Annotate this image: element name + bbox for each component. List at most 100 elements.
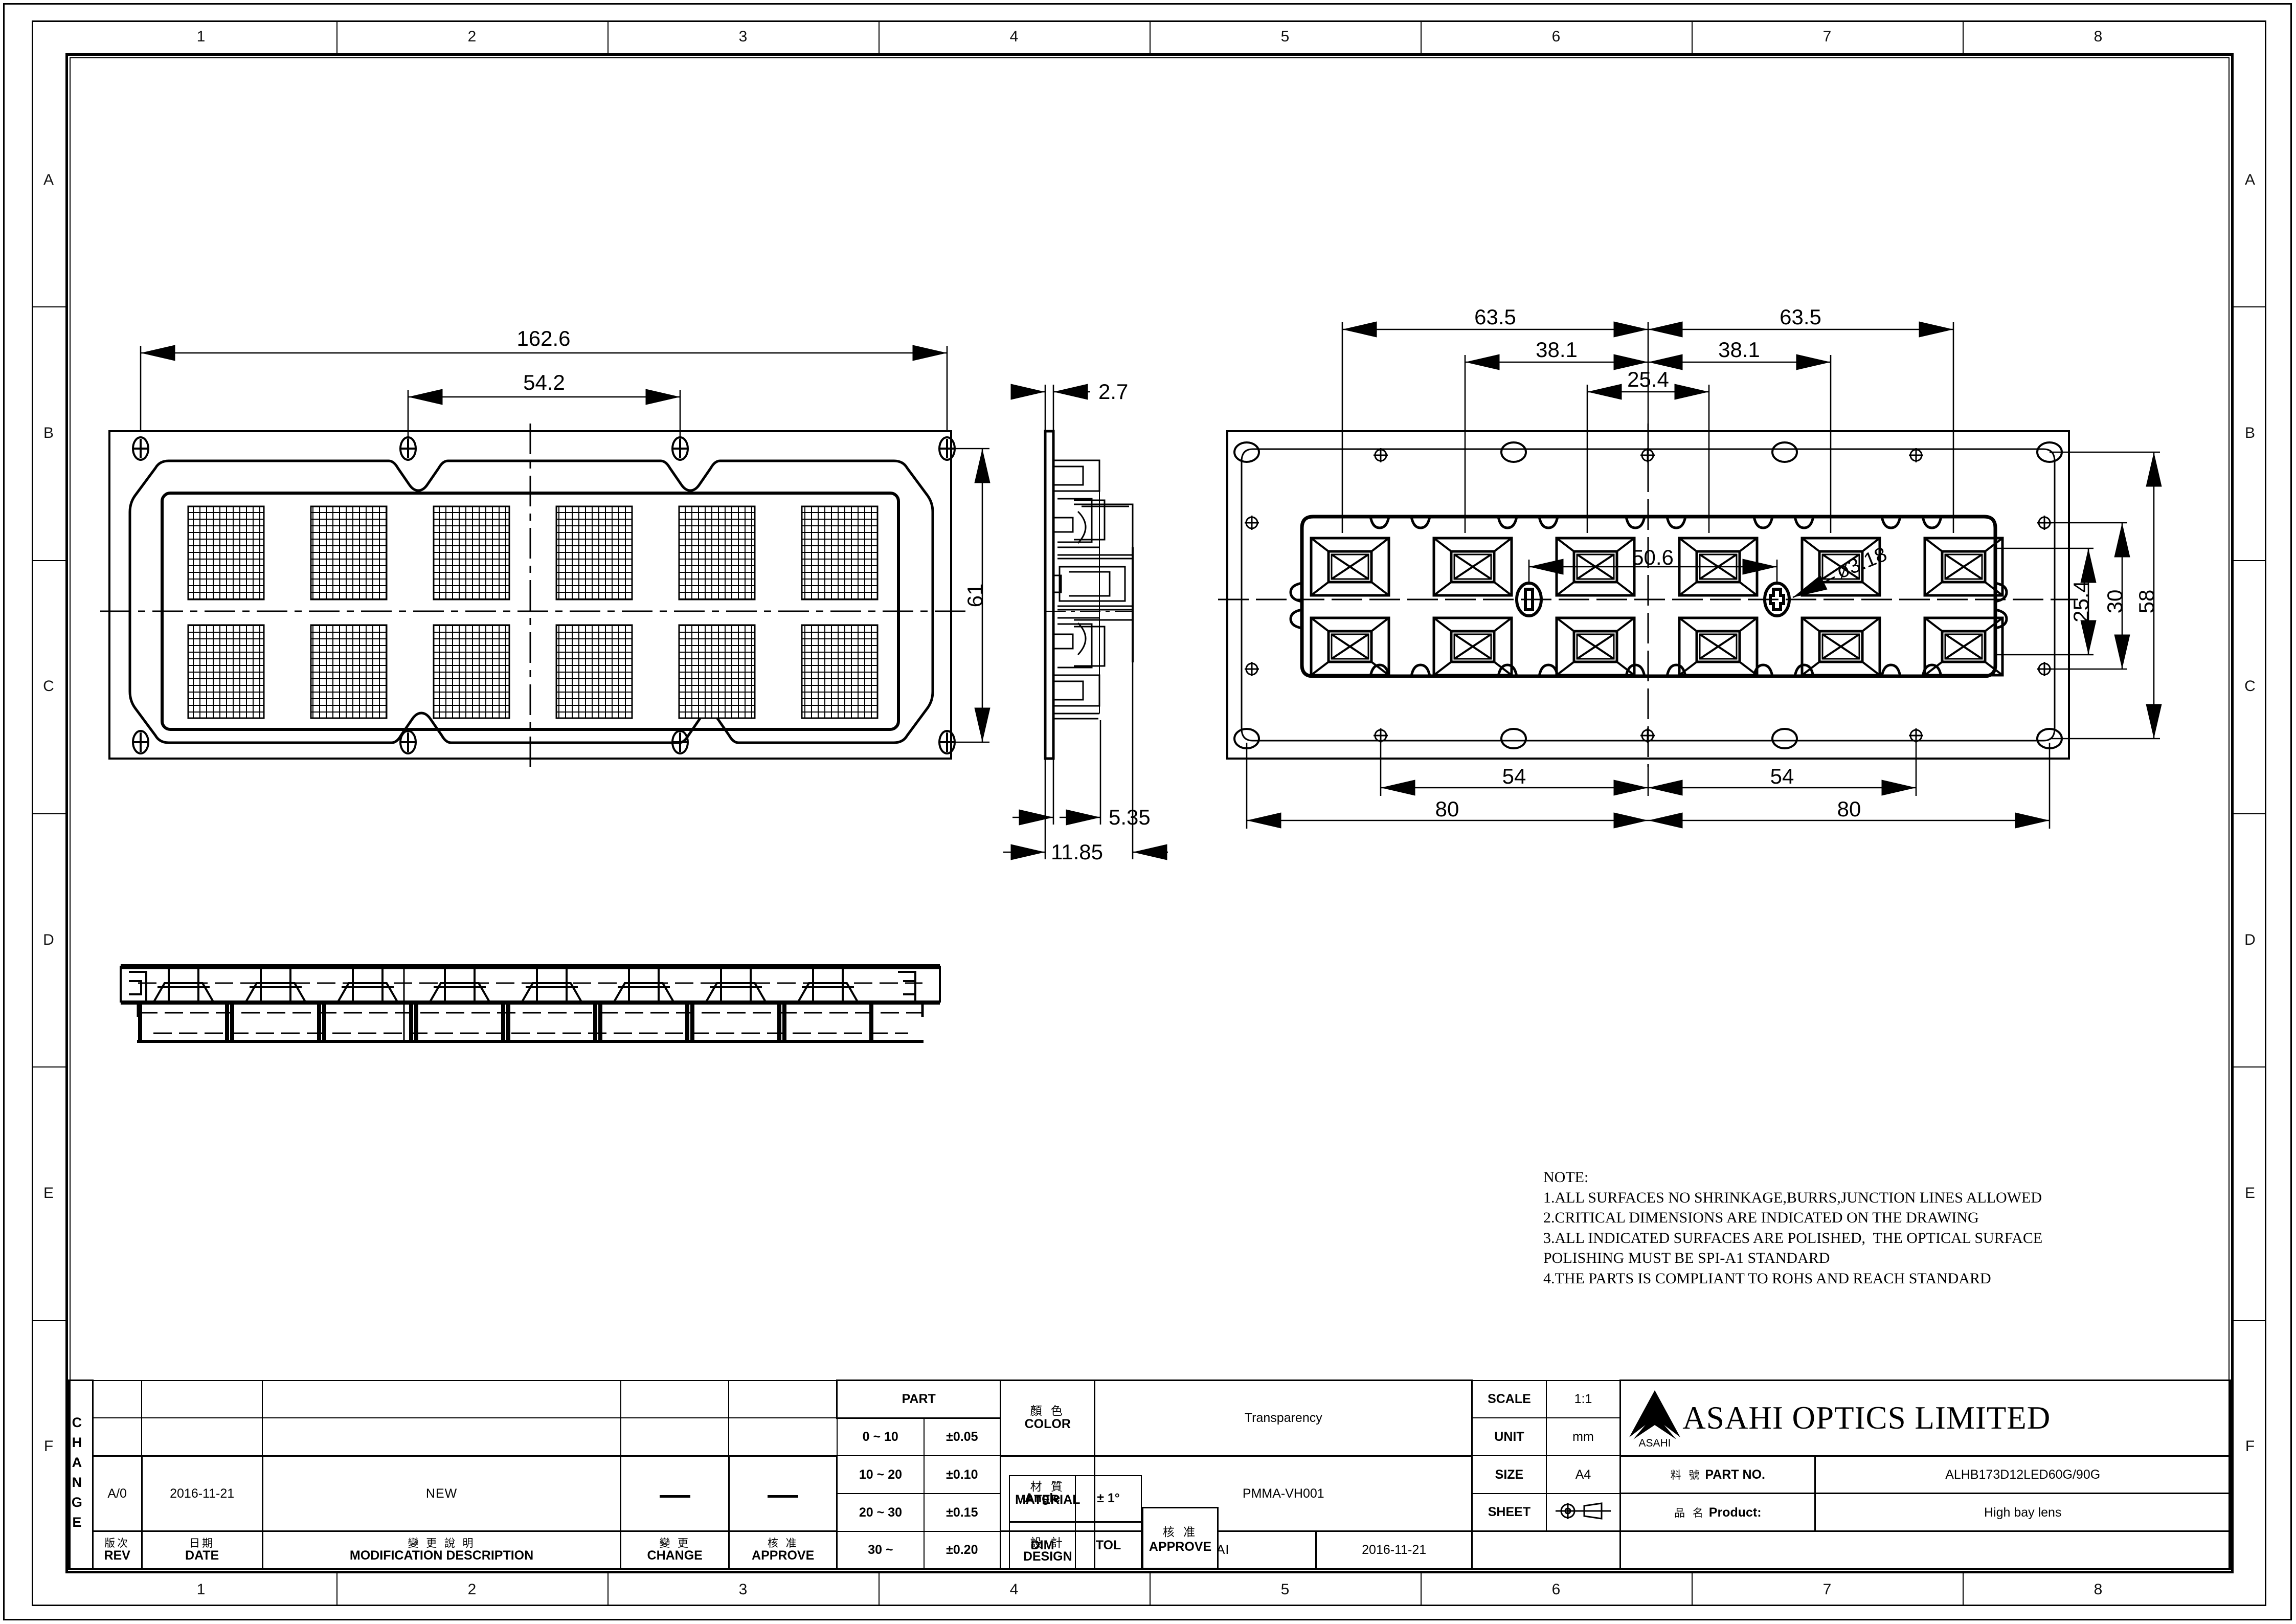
- top-view-geometry: [100, 424, 966, 767]
- sheet-label: SHEET: [1471, 1493, 1547, 1532]
- zone-row-left-E: E: [43, 1184, 54, 1202]
- part-no-value: ALHB173D12LED60G/90G: [1814, 1455, 2231, 1495]
- approve-label-cell: 核 准 APPROVE: [1142, 1507, 1219, 1569]
- size-value: A4: [1545, 1455, 1621, 1494]
- change-row-2-rev: A/0: [92, 1455, 143, 1532]
- change-row-2-change: [620, 1455, 730, 1532]
- change-header-date-cjk: 日期: [189, 1537, 215, 1550]
- zone-col-bottom-7: 7: [1822, 1581, 1832, 1598]
- zone-row-right-B: B: [2244, 424, 2255, 441]
- zone-row-left-B: B: [43, 424, 54, 441]
- drawing-frame-outer: [65, 53, 2234, 1573]
- lens-pyramid-cell: [1800, 616, 1881, 677]
- tolerance-footer-tol: TOL: [1075, 1521, 1142, 1570]
- company-cell: ASAHI ASAHI OPTICS LIMITED: [1619, 1380, 2231, 1457]
- dim-58-v: 58: [2134, 590, 2158, 614]
- dim-5-35: 5.35: [1109, 805, 1151, 829]
- section-view-geometry: [120, 964, 941, 1043]
- change-header-change: 變 更 CHANGE: [620, 1530, 730, 1570]
- dim-54-left: 54: [1502, 764, 1526, 788]
- section-rib: [598, 968, 689, 1041]
- part-no-label-en: PART NO.: [1705, 1467, 1765, 1482]
- zone-col-bottom-8: 8: [2094, 1581, 2103, 1598]
- change-header-description: 變 更 說 明 MODIFICATION DESCRIPTION: [261, 1530, 622, 1570]
- dim-162-6: 162.6: [516, 326, 570, 350]
- side-view-geometry: [1044, 430, 1134, 760]
- lens-pyramid-cell: [1555, 616, 1636, 677]
- zone-row-right-A: A: [2244, 171, 2255, 188]
- zone-col-top-3: 3: [738, 28, 748, 45]
- lens-pyramid-cell: [1432, 537, 1513, 597]
- dim-80-right: 80: [1837, 797, 1861, 821]
- lens-pyramid-cell: [1432, 616, 1513, 677]
- bottom-view-dimension-lines: [1246, 321, 2162, 829]
- zone-row-left-C: C: [43, 678, 54, 695]
- asahi-logo-icon: ASAHI: [1629, 1390, 1681, 1448]
- change-header-approve-en: APPROVE: [752, 1548, 815, 1563]
- dim-63-5-right: 63.5: [1780, 305, 1821, 329]
- part-no-label-cell: 料 號 PART NO.: [1619, 1455, 1816, 1495]
- change-row-1-approve: [728, 1417, 838, 1457]
- zone-row-left-F: F: [43, 1438, 54, 1455]
- zone-col-bottom-6: 6: [1551, 1581, 1561, 1598]
- zone-col-top-1: 1: [196, 28, 206, 45]
- section-rib: [506, 968, 597, 1041]
- change-row-2-approve: [728, 1455, 838, 1532]
- zone-col-bottom-2: 2: [467, 1581, 477, 1598]
- tolerance-dim-0: 0 ~ 10: [836, 1417, 925, 1457]
- zone-col-bottom-1: 1: [196, 1581, 206, 1598]
- company-name: ASAHI OPTICS LIMITED: [1682, 1400, 2051, 1436]
- color-label-cjk: 顏 色: [1030, 1405, 1065, 1418]
- product-label-cjk: 品 名: [1674, 1506, 1705, 1519]
- tolerance-dim-2: 20 ~ 30: [836, 1493, 925, 1532]
- tolerance-dim-3: 30 ~: [836, 1530, 925, 1570]
- change-row-0-rev: [92, 1380, 143, 1419]
- spacer-cell-2: [1619, 1530, 2231, 1570]
- dim-38-1-left: 38.1: [1536, 338, 1578, 362]
- dim-25-4-v: 25.4: [2069, 581, 2093, 622]
- unit-value: mm: [1545, 1417, 1621, 1457]
- zone-col-top-4: 4: [1009, 28, 1019, 45]
- dim-54-2: 54.2: [523, 370, 565, 394]
- paper-edge: [3, 3, 2292, 1620]
- dim-50-6: 50.6: [1632, 545, 1674, 569]
- sheet-projection-symbol-cell: [1545, 1493, 1621, 1532]
- top-view-dimension-lines: [140, 345, 991, 743]
- tolerance-tol-3: ±0.20: [923, 1530, 1001, 1570]
- product-label-cell: 品 名 Product:: [1619, 1493, 1816, 1532]
- zone-col-top-7: 7: [1822, 28, 1832, 45]
- change-row-1-description: [262, 1417, 621, 1457]
- section-rib: [138, 968, 229, 1041]
- approve-label-en: APPROVE: [1149, 1539, 1212, 1554]
- change-row-0-approve: [728, 1380, 838, 1419]
- zone-col-top-2: 2: [467, 28, 477, 45]
- color-value: Transparency: [1094, 1380, 1473, 1457]
- notes-block: NOTE: 1.ALL SURFACES NO SHRINKAGE,BURRS,…: [1543, 1169, 2043, 1287]
- section-rib: [230, 968, 321, 1041]
- change-header-desc-cjk: 變 更 說 明: [408, 1537, 476, 1550]
- design-date: 2016-11-21: [1315, 1530, 1473, 1570]
- zone-row-right-E: E: [2244, 1184, 2255, 1202]
- zone-col-top-6: 6: [1551, 28, 1561, 45]
- change-header-rev-cjk: 版次: [104, 1537, 130, 1550]
- dim-25-4-h: 25.4: [1627, 367, 1669, 391]
- tolerance-tol-1: ±0.10: [923, 1455, 1001, 1494]
- zone-col-bottom-4: 4: [1009, 1581, 1019, 1598]
- zone-row-right-F: F: [2245, 1438, 2255, 1455]
- section-rib: [782, 968, 873, 1041]
- change-row-2-description: NEW: [261, 1455, 622, 1532]
- change-header-rev: 版次 REV: [92, 1530, 143, 1570]
- tolerance-tol-4: ± 1°: [1075, 1475, 1142, 1522]
- color-label-cell: 顏 色 COLOR: [1000, 1380, 1096, 1457]
- change-row-0-description: [262, 1380, 621, 1419]
- section-end-cap: [129, 971, 916, 1003]
- tolerance-extra-rows: Angle ± 1° DIM TOL: [1009, 1475, 1142, 1570]
- change-row-2-date: 2016-11-21: [141, 1455, 263, 1532]
- zone-row-left-D: D: [43, 931, 54, 948]
- change-header-rev-en: REV: [104, 1548, 130, 1563]
- part-no-label-cjk: 料 號: [1670, 1469, 1702, 1481]
- dim-11-85: 11.85: [1051, 840, 1103, 864]
- change-row-0-change: [620, 1380, 730, 1419]
- change-row-1-date: [141, 1417, 263, 1457]
